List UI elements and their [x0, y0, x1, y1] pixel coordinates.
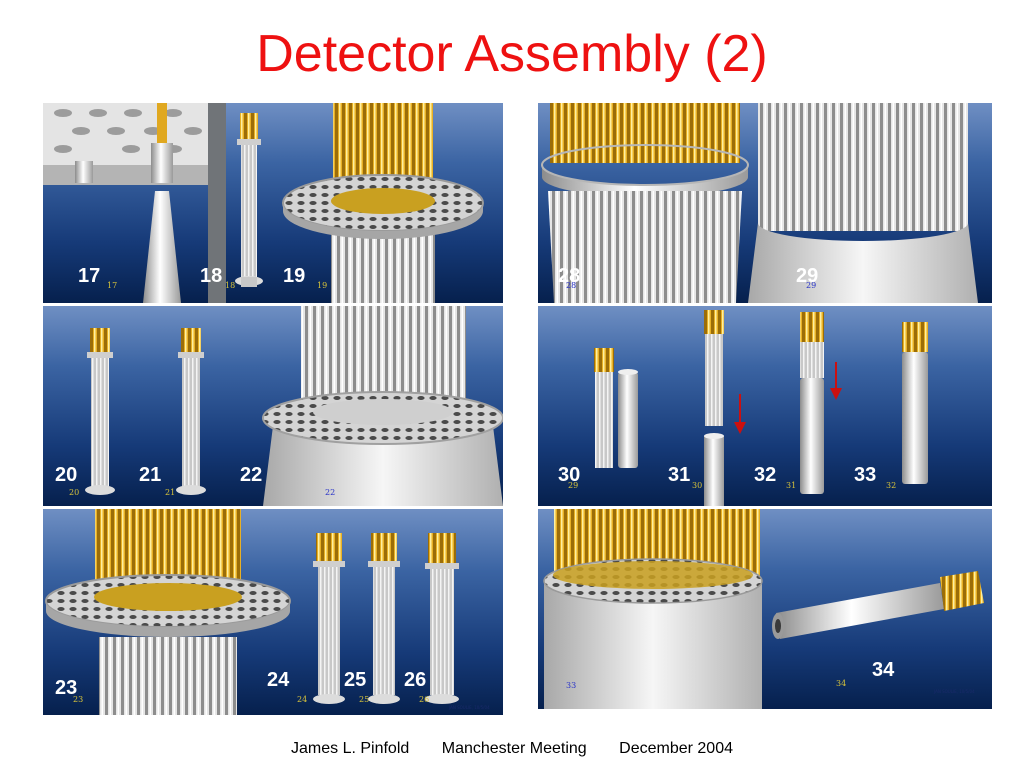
panel-23-26: 23 23 24 24 25 25 26 26 JAN SOULIE, 10/5…	[43, 509, 503, 715]
figure-sublabel-22: 22	[325, 488, 336, 497]
figure-label-23: 23	[55, 677, 78, 699]
panel-17-19: 17 17 18 18 19 19	[43, 103, 503, 303]
figure-label-26: 26	[404, 669, 427, 691]
figure-sublabel-34: 34	[836, 679, 847, 688]
figure-label-30: 30	[558, 464, 581, 486]
figure-sublabel-18: 18	[225, 281, 236, 290]
figure-label-25: 25	[344, 669, 367, 691]
panel-20-22: 20 20 21 21 22 22	[43, 306, 503, 506]
figure-label-34: 34	[872, 659, 895, 681]
figure-sublabel-26: 26	[419, 695, 430, 704]
panel-20-22-illustration	[85, 306, 503, 506]
slide-title: Detector Assembly (2)	[256, 25, 768, 83]
panel-28-29-illustration	[541, 103, 978, 303]
panel-33-34: 33 34 34 JAN SOULIE, 10/5/04	[538, 509, 992, 709]
figure-sublabel-32: 32	[886, 481, 897, 490]
figure-sublabel-20: 20	[69, 488, 80, 497]
figure-label-20: 20	[55, 464, 78, 486]
figure-sublabel-19: 19	[317, 281, 328, 290]
footer-date: December 2004	[619, 740, 733, 757]
figure-sublabel-25: 25	[359, 695, 370, 704]
figure-sublabel-28: 28	[566, 281, 577, 290]
figure-label-17: 17	[78, 265, 101, 287]
figure-label-22: 22	[240, 464, 263, 486]
figure-label-28: 28	[558, 265, 581, 287]
figure-sublabel-21: 21	[165, 488, 176, 497]
figure-label-18: 18	[200, 265, 223, 287]
footer-meeting: Manchester Meeting	[441, 740, 587, 757]
figure-sublabel-31: 31	[786, 481, 797, 490]
figure-sublabel-30: 30	[692, 481, 703, 490]
figure-sublabel-23: 23	[73, 695, 84, 704]
figure-sublabel-24: 24	[297, 695, 308, 704]
panel-30-33-illustration	[594, 310, 928, 506]
footer-author: James L. Pinfold	[291, 740, 410, 757]
panel-30-33: 30 29 31 30 32 31 33 32	[538, 306, 992, 506]
figure-label-29: 29	[796, 265, 819, 287]
panel-28-29: 28 28 29 29	[538, 103, 992, 303]
figure-sublabel-33: 33	[566, 681, 577, 690]
figure-label-19: 19	[283, 265, 306, 287]
render-credit: JAN SOULIE, 10/5/04	[449, 705, 490, 710]
panel-33-34-illustration	[543, 509, 984, 709]
panel-23-26-illustration	[45, 509, 459, 715]
figure-label-21: 21	[139, 464, 162, 486]
figure-label-33: 33	[854, 464, 877, 486]
slide-footer: James L. Pinfold Manchester Meeting Dece…	[0, 740, 1024, 758]
figure-sublabel-29: 29	[806, 281, 817, 290]
figure-sublabel-17: 17	[107, 281, 118, 290]
figure-label-31: 31	[668, 464, 691, 486]
figure-label-24: 24	[267, 669, 290, 691]
panel-17-19-illustration	[43, 103, 484, 303]
figure-sublabel-29-d: 29	[568, 481, 579, 490]
render-credit-2: JAN SOULIE, 10/5/04	[934, 689, 975, 694]
figure-label-32: 32	[754, 464, 777, 486]
